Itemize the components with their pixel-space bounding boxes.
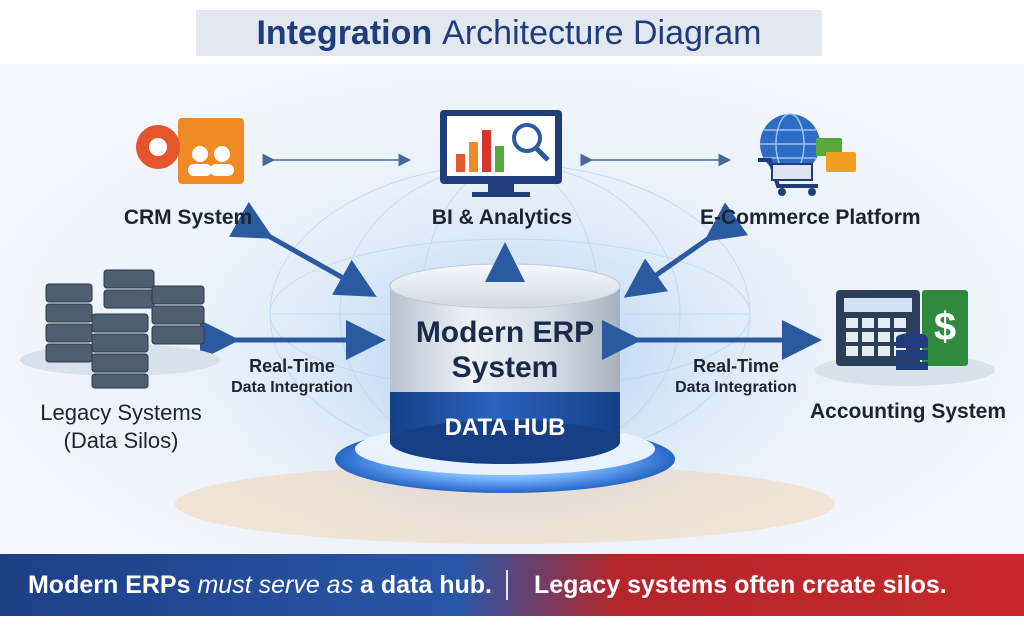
- integration-label-right: Real-Time Data Integration: [668, 356, 804, 397]
- bi-label: BI & Analytics: [431, 206, 573, 229]
- monitor-chart-icon: [440, 110, 562, 197]
- calculator-dollar-icon: $: [815, 290, 995, 386]
- integration-right-line2: Data Integration: [675, 378, 797, 396]
- title-light: Architecture Diagram: [442, 13, 762, 52]
- integration-right-line1: Real-Time: [693, 356, 779, 376]
- bottom-banner: Modern ERPs must serve as a data hub. Le…: [0, 554, 1024, 616]
- banner-left-bold1: Modern ERPs: [27, 570, 191, 599]
- erp-database-icon: [389, 263, 621, 464]
- banner-left-italic: must serve as: [197, 570, 354, 599]
- integration-label-left: Real-Time Data Integration: [224, 356, 360, 397]
- globe-cart-icon: [758, 113, 856, 196]
- page-title: Integration Architecture Diagram: [196, 10, 822, 56]
- hub-title: Modern ERP System: [390, 316, 620, 385]
- connector-thick: [200, 201, 822, 360]
- legacy-label-line1: Legacy Systems: [40, 400, 202, 425]
- hub-title-line1: Modern ERP: [415, 316, 595, 349]
- diagram-graphics: $: [20, 110, 995, 554]
- banner-divider: [506, 570, 508, 600]
- legacy-label-line2: (Data Silos): [63, 428, 179, 453]
- crm-label: CRM System: [123, 206, 253, 229]
- gear-people-icon: [136, 118, 244, 184]
- banner-left-text: Modern ERPs must serve as a data hub.: [0, 571, 506, 600]
- accounting-label: Accounting System: [810, 400, 1007, 423]
- diagram-canvas: $ CRM System BI & Analytics E-Commerce P…: [0, 64, 1024, 554]
- integration-left-line2: Data Integration: [231, 378, 353, 396]
- ecommerce-label: E-Commerce Platform: [700, 206, 921, 229]
- hub-band-label: DATA HUB: [444, 414, 566, 441]
- integration-left-line1: Real-Time: [249, 356, 335, 376]
- banner-left-bold2: a data hub.: [360, 570, 492, 599]
- hub-title-line2: System: [451, 350, 559, 384]
- banner-right-text: Legacy systems often create silos.: [534, 570, 947, 599]
- title-bold: Integration: [256, 13, 433, 52]
- svg-text:$: $: [934, 305, 956, 349]
- server-stack-icon: [20, 269, 220, 389]
